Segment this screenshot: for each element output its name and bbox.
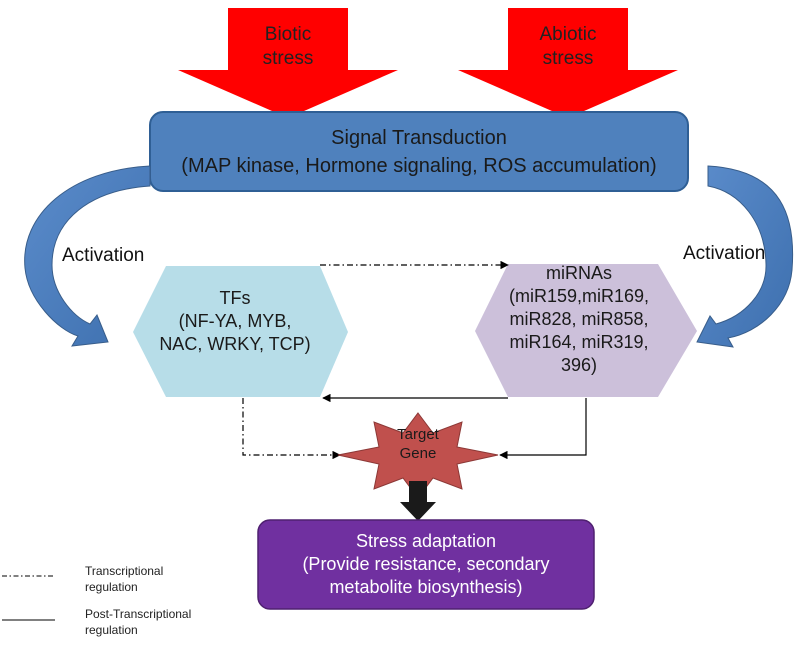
tf-to-target-connector — [242, 398, 341, 460]
biotic-stress-arrow — [178, 8, 398, 118]
mirna-label: miRNAs (miR159,miR169, miR828, miR858, m… — [508, 263, 650, 375]
activation-right-label: Activation — [683, 243, 766, 264]
target-to-adaptation-arrow — [400, 481, 436, 521]
signal-transduction-box — [149, 111, 689, 192]
biotic-stress-label: Biotic stress — [262, 24, 314, 69]
stress-adaptation-box — [257, 519, 595, 610]
tf-label: TFs (NF-YA, MYB, NAC, WRKY, TCP) — [159, 288, 311, 354]
tf-hexagon — [133, 266, 348, 397]
mirna-hexagon — [475, 264, 697, 397]
target-gene-label: Target Gene — [397, 426, 439, 462]
stress-adaptation-label: Stress adaptation (Provide resistance, s… — [302, 531, 550, 597]
left-activation-arrow — [24, 165, 151, 347]
right-activation-arrow — [696, 165, 794, 348]
abiotic-stress-arrow — [458, 8, 678, 118]
legend-transcriptional-label: Transcriptional regulation — [85, 564, 164, 594]
activation-left-label: Activation — [62, 245, 145, 266]
legend-post-transcriptional-label: Post-Transcriptional regulation — [85, 607, 192, 637]
abiotic-stress-label: Abiotic stress — [539, 24, 597, 69]
signal-transduction-label: Signal Transduction (MAP kinase, Hormone… — [181, 127, 657, 177]
mirna-to-target-connector — [499, 398, 587, 460]
